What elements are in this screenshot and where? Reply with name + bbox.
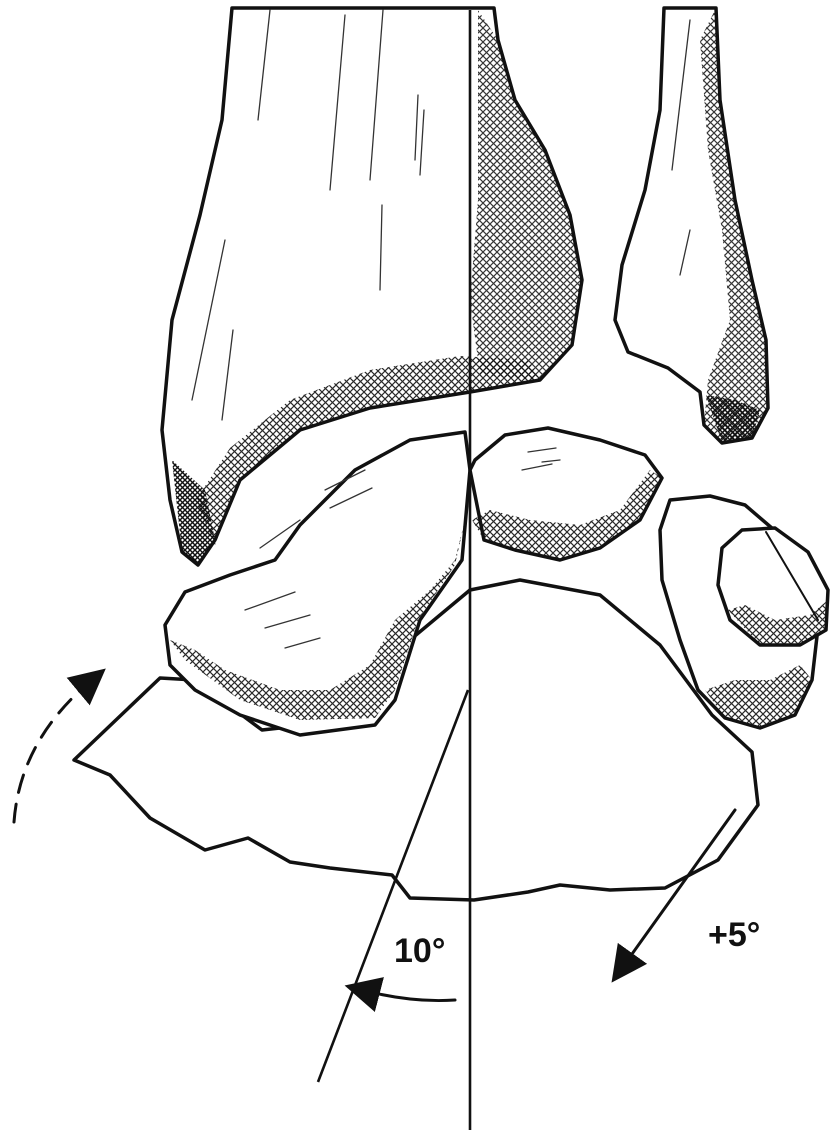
angle-label-plus5: +5° <box>708 916 760 954</box>
medial-bone <box>470 428 662 560</box>
angle-label-10: 10° <box>394 932 445 970</box>
rotation-arrow-10 <box>362 990 455 1001</box>
fibula-bone <box>615 8 768 443</box>
dashed-rotation-arrow <box>14 680 92 822</box>
